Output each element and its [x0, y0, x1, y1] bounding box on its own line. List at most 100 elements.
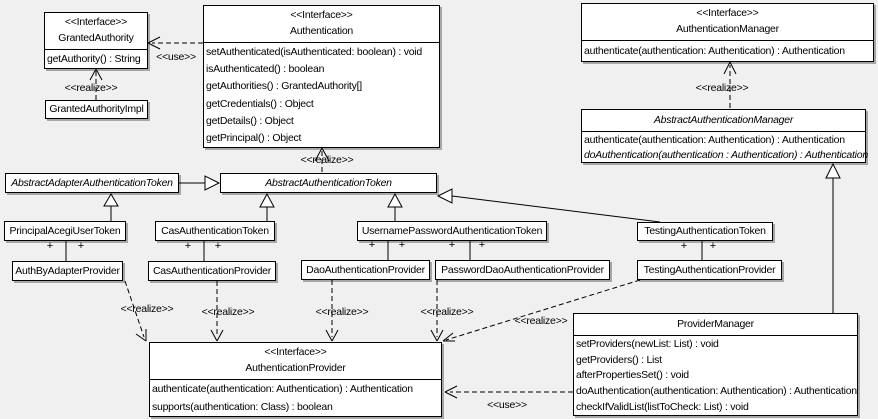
edge-generalization-testing-token-to-abstract-token — [436, 188, 661, 223]
class-method-label: getCredentials() : Object — [206, 97, 314, 110]
class-method-label: getAuthority() : String — [47, 53, 141, 65]
edge-label-use-provider-manager-to-authentication-provider: <<use>> — [487, 399, 527, 411]
class-box-auth-by-adapter-provider: AuthByAdapterProvider — [12, 261, 123, 281]
class-box-granted-authority: <<Interface>> GrantedAuthority getAuthorit… — [44, 12, 148, 69]
class-title: Authentication — [289, 25, 354, 37]
class-title: AbstractAuthenticationManager — [653, 114, 794, 126]
class-header: ProviderManager — [574, 314, 857, 335]
class-header: AuthByAdapterProvider — [13, 262, 122, 280]
class-title: CasAuthenticationToken — [161, 224, 269, 237]
class-method-label: getAuthorities() : GrantedAuthority[] — [206, 80, 362, 93]
class-box-granted-authority-impl: GrantedAuthorityImpl — [45, 100, 148, 119]
class-box-password-dao-authentication-provider: PasswordDaoAuthenticationProvider — [435, 260, 610, 280]
edge-generalization-adapter-token-to-abstract-token — [179, 175, 221, 191]
class-header: PrincipalAcegiUserToken — [5, 222, 125, 240]
class-methods-compartment: setAuthenticated(isAuthenticated: boolea… — [204, 42, 439, 147]
class-box-abstract-adapter-authentication-token: AbstractAdapterAuthenticationToken — [5, 173, 179, 193]
association-plus-label: + — [368, 239, 376, 251]
edge-realize-testing-provider-to-authentication-provider — [442, 279, 641, 342]
edge-label-use-authentication-to-granted-authority: <<use>> — [156, 51, 196, 63]
class-box-provider-manager: ProviderManager setProviders(newList: Lis… — [573, 313, 858, 416]
class-stereotype-label: <<Interface>> — [290, 9, 353, 21]
class-methods-compartment: setProviders(newList: List) : void getPro… — [574, 335, 857, 415]
class-box-abstract-authentication-token: AbstractAuthenticationToken — [220, 173, 437, 193]
class-title: AbstractAuthenticationToken — [265, 176, 392, 189]
class-method-label: supports(authentication: Class) : boolea… — [152, 401, 333, 413]
edge-label-realize-auth-by-adapter-provider: <<realize>> — [120, 303, 174, 315]
edge-realize-abstract-authentication-manager-to-authentication-manager — [723, 61, 737, 108]
class-title: GrantedAuthorityImpl — [49, 103, 144, 115]
class-stereotype-label: <<Interface>> — [64, 16, 128, 28]
class-box-principal-acegi-user-token: PrincipalAcegiUserToken — [4, 221, 126, 241]
class-box-cas-authentication-token: CasAuthenticationToken — [155, 221, 275, 241]
edge-generalization-principal-token-to-adapter-token — [103, 193, 119, 221]
class-box-testing-authentication-provider: TestingAuthenticationProvider — [637, 260, 782, 280]
edge-generalization-username-password-token-to-abstract-token — [387, 192, 403, 221]
class-title: PasswordDaoAuthenticationProvider — [441, 263, 604, 276]
class-methods-compartment: authenticate(authentication: Authenticat… — [150, 379, 441, 416]
edge-label-realize-password-dao-authentication-provider: <<realize>> — [420, 306, 474, 318]
class-header: CasAuthenticationToken — [156, 222, 274, 240]
edge-realize-password-dao-provider-to-authentication-provider — [430, 280, 444, 342]
class-title: DaoAuthenticationProvider — [306, 263, 425, 276]
class-header: PasswordDaoAuthenticationProvider — [436, 261, 609, 279]
class-header: UsernamePasswordAuthenticationToken — [358, 222, 546, 240]
class-title: TestingAuthenticationProvider — [643, 263, 776, 276]
class-header: <<Interface>> Authentication — [204, 6, 439, 42]
class-box-abstract-authentication-manager: AbstractAuthenticationManager authenticat… — [581, 109, 868, 163]
class-header: GrantedAuthorityImpl — [46, 101, 147, 118]
class-method-label: doAuthentication(authentication: Authent… — [576, 385, 857, 398]
class-methods-compartment: authenticate(authentication: Authenticat… — [582, 40, 873, 61]
class-method-label: getDetails() : Object — [206, 114, 294, 127]
class-methods-compartment: authenticate(authentication: Authenticat… — [582, 131, 868, 162]
class-header: DaoAuthenticationProvider — [302, 261, 429, 279]
class-method-label: getProviders() : List — [576, 353, 662, 366]
class-title: UsernamePasswordAuthenticationToken — [361, 224, 543, 237]
edge-realize-granted-authority-impl-to-granted-authority — [89, 68, 103, 100]
association-plus-label: + — [478, 239, 486, 251]
class-box-testing-authentication-token: TestingAuthenticationToken — [637, 222, 773, 241]
edge-label-realize-testing-authentication-provider: <<realize>> — [514, 315, 568, 327]
class-methods-compartment: getAuthority() : String — [45, 49, 147, 68]
class-method-label: checkIfValidList(listToCheck: List) : vo… — [576, 401, 749, 414]
association-plus-label: + — [214, 240, 222, 252]
class-title: AbstractAdapterAuthenticationToken — [11, 176, 173, 189]
class-title: GrantedAuthority — [58, 32, 134, 44]
class-method-label: authenticate(authentication: Authenticat… — [584, 45, 845, 57]
edge-realize-abstract-token-to-authentication — [314, 147, 330, 172]
class-box-cas-authentication-provider: CasAuthenticationProvider — [148, 261, 276, 281]
association-plus-label: + — [448, 239, 456, 251]
class-stereotype-label: <<Interface>> — [696, 7, 759, 19]
class-method-label: setAuthenticated(isAuthenticated: boolea… — [206, 45, 422, 58]
class-header: AbstractAdapterAuthenticationToken — [6, 174, 178, 192]
edge-use-authentication-to-granted-authority — [147, 36, 203, 50]
class-method-label: isAuthenticated() : boolean — [206, 62, 325, 75]
class-title: PrincipalAcegiUserToken — [9, 224, 121, 237]
class-header: AbstractAuthenticationToken — [221, 174, 436, 192]
edge-realize-dao-provider-to-authentication-provider — [325, 280, 339, 342]
class-method-label: afterPropertiesSet() : void — [576, 369, 689, 382]
class-header: TestingAuthenticationProvider — [638, 261, 781, 279]
edge-generalization-provider-manager-to-abstract-authentication-manager — [825, 162, 841, 313]
association-plus-label: + — [680, 240, 688, 252]
class-box-dao-authentication-provider: DaoAuthenticationProvider — [301, 260, 430, 280]
class-header: CasAuthenticationProvider — [149, 262, 275, 280]
edge-use-provider-manager-to-authentication-provider — [444, 385, 573, 399]
class-method-label: authenticate(authentication: Authenticat… — [584, 133, 845, 146]
class-method-label: authenticate(authentication: Authenticat… — [152, 383, 413, 395]
class-box-username-password-authentication-token: UsernamePasswordAuthenticationToken — [357, 221, 547, 241]
association-plus-label: + — [46, 240, 54, 252]
class-method-label: getPrincipal() : Object — [206, 132, 302, 145]
class-header: <<Interface>> GrantedAuthority — [45, 13, 147, 49]
edge-realize-cas-provider-to-authentication-provider — [210, 281, 224, 342]
class-title: TestingAuthenticationToken — [644, 225, 766, 237]
association-plus-label: + — [398, 239, 406, 251]
edge-label-realize-abstract-authentication-manager: <<realize>> — [695, 82, 749, 94]
class-title: ProviderManager — [677, 318, 754, 330]
class-method-label: setProviders(newList: List) : void — [576, 337, 719, 350]
class-title: CasAuthenticationProvider — [152, 264, 272, 277]
edge-label-realize-dao-authentication-provider: <<realize>> — [315, 306, 369, 318]
